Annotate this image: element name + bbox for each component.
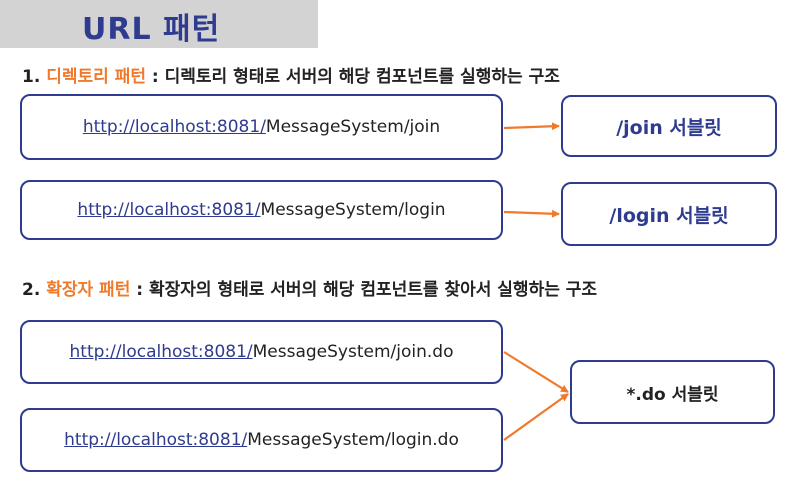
url-link-login-do[interactable]: http://localhost:8081/: [64, 430, 248, 450]
section2-highlight: 확장자 패턴: [46, 280, 131, 300]
url-path-login: MessageSystem/login: [260, 200, 446, 220]
page-title: URL 패턴: [82, 12, 221, 47]
section2-number: 2.: [22, 280, 47, 300]
servlet-label-join: /join 서블릿: [616, 116, 722, 139]
url-link-join-do[interactable]: http://localhost:8081/: [69, 342, 253, 362]
title-banner: URL 패턴: [0, 0, 318, 48]
url-path-join-do: MessageSystem/join.do: [252, 342, 454, 362]
servlet-label-do: *.do 서블릿: [626, 384, 719, 405]
servlet-box-login: /login 서블릿: [561, 182, 777, 246]
servlet-box-do: *.do 서블릿: [570, 360, 775, 424]
url-path-login-do: MessageSystem/login.do: [247, 430, 459, 450]
section1-heading: 1. 디렉토리 패턴 : 디렉토리 형태로 서버의 해당 컴포넌트를 실행하는 …: [22, 62, 560, 87]
section1-description: : 디렉토리 형태로 서버의 해당 컴포넌트를 실행하는 구조: [145, 67, 560, 87]
url-box-join: http://localhost:8081/MessageSystem/join: [20, 94, 503, 160]
section2-heading: 2. 확장자 패턴 : 확장자의 형태로 서버의 해당 컴포넌트를 찾아서 실행…: [22, 275, 597, 300]
section1-highlight: 디렉토리 패턴: [46, 67, 146, 87]
url-path-join: MessageSystem/join: [265, 117, 441, 137]
url-box-login: http://localhost:8081/MessageSystem/logi…: [20, 180, 503, 240]
section2-description: : 확장자의 형태로 서버의 해당 컴포넌트를 찾아서 실행하는 구조: [130, 280, 598, 300]
arrow-login-do: [503, 393, 569, 441]
url-link-join[interactable]: http://localhost:8081/: [82, 117, 266, 137]
url-link-login[interactable]: http://localhost:8081/: [77, 200, 261, 220]
url-box-login-do: http://localhost:8081/MessageSystem/logi…: [20, 408, 503, 472]
servlet-box-join: /join 서블릿: [561, 95, 777, 157]
section1-number: 1.: [22, 67, 47, 87]
servlet-label-login: /login 서블릿: [609, 204, 729, 227]
arrow-login: [503, 209, 560, 218]
url-box-join-do: http://localhost:8081/MessageSystem/join…: [20, 320, 503, 384]
arrow-join-do: [503, 351, 569, 393]
arrow-join: [503, 122, 560, 131]
